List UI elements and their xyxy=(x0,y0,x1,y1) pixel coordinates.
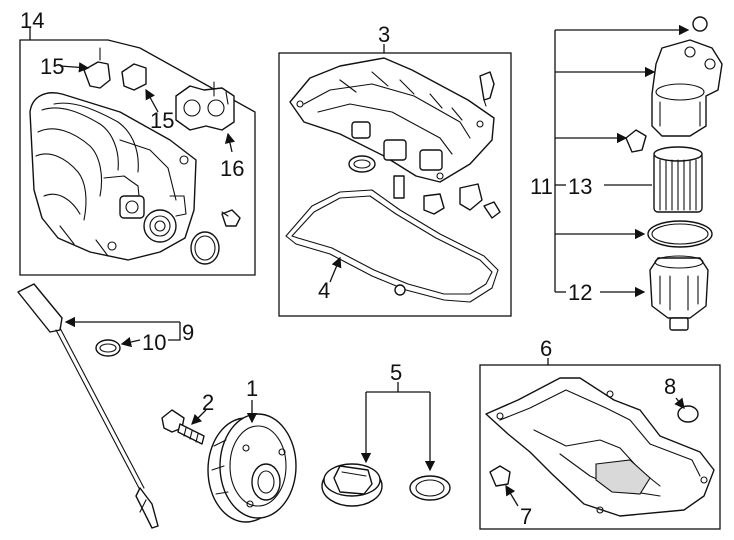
oil-filler-seal-part xyxy=(348,155,376,173)
oil-filler-cap-group xyxy=(321,382,451,507)
callout-13: 13 xyxy=(568,174,592,199)
intake-manifold-part xyxy=(29,92,197,261)
oil-pan-frame xyxy=(479,364,721,530)
callout-14: 14 xyxy=(20,8,44,33)
valve-cover-frame xyxy=(278,52,512,317)
drain-plug-part xyxy=(489,465,511,487)
crankshaft-pulley-group xyxy=(207,400,297,523)
oil-filler-cap-part xyxy=(321,463,383,507)
oil-filter-housing-part xyxy=(651,39,723,137)
throttle-gasket-part xyxy=(175,81,235,131)
callout-4: 4 xyxy=(318,278,330,303)
oil-pan-group xyxy=(479,358,721,530)
oil-filler-cap-seal-part xyxy=(409,475,451,501)
oil-filter-element-part xyxy=(653,146,703,213)
intake-manifold-frame xyxy=(19,39,256,276)
filter-housing-o-ring-part xyxy=(692,16,708,32)
dipstick-part xyxy=(17,283,63,333)
callout-7: 7 xyxy=(520,504,532,529)
oil-pan-part xyxy=(485,377,715,517)
callout-5: 5 xyxy=(390,360,402,385)
intake-manifold-group xyxy=(19,28,256,276)
callout-11: 11 xyxy=(530,174,553,199)
manifold-bolt-part xyxy=(221,209,241,227)
callout-2: 2 xyxy=(202,390,214,415)
valve-cover-group xyxy=(278,44,512,317)
oil-filter-group xyxy=(554,16,723,331)
dipstick-o-ring-part xyxy=(95,339,121,357)
callout-6: 6 xyxy=(540,336,552,361)
callout-9: 9 xyxy=(182,320,194,345)
pcv-valve-part xyxy=(393,175,405,199)
callout-1: 1 xyxy=(246,376,258,401)
drain-plug-gasket-part xyxy=(677,405,699,423)
pulley-bolt-group xyxy=(161,409,207,445)
intake-gasket-part xyxy=(83,47,147,91)
grommet-part xyxy=(423,193,445,215)
filter-cap-o-ring-part xyxy=(647,220,713,248)
callout-8: 8 xyxy=(664,374,676,399)
crankshaft-pulley-part xyxy=(207,413,297,523)
oil-filter-cap-part xyxy=(649,255,709,331)
dipstick-group xyxy=(17,283,181,529)
callout-16: 16 xyxy=(220,156,244,181)
valve-cover-gasket-part xyxy=(285,189,499,303)
callout-15-upper: 15 xyxy=(40,54,64,79)
valve-cover-bolt-part xyxy=(483,201,501,219)
callout-3: 3 xyxy=(378,22,390,47)
callout-12: 12 xyxy=(568,280,592,305)
pcv-sensor-part xyxy=(479,71,495,107)
callout-10: 10 xyxy=(142,330,166,355)
callout-15-lower: 15 xyxy=(150,108,174,133)
oil-pressure-switch-part xyxy=(625,129,647,153)
bracket-part xyxy=(459,183,483,211)
valve-cover-part xyxy=(289,57,495,183)
